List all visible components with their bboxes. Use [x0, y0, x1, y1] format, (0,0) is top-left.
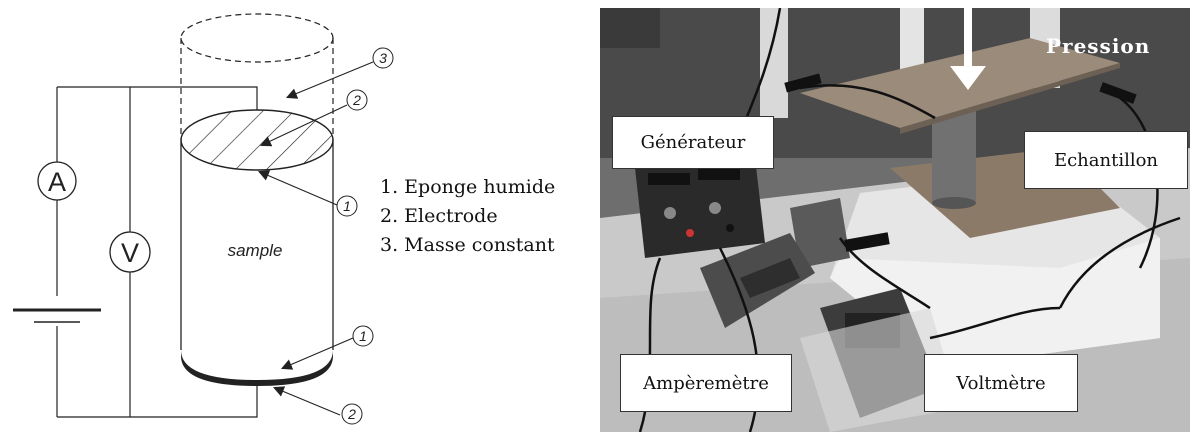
voltmeter-photo-label: Voltmètre — [924, 354, 1078, 412]
constant-mass-cylinder — [180, 13, 334, 140]
callout-2-top: 2 — [352, 92, 361, 108]
callout-3-top: 3 — [379, 50, 387, 66]
callout-leaders — [257, 61, 374, 416]
callout-1-top: 1 — [343, 198, 351, 214]
circuit-schematic: A V sample 3 2 1 1 2 — [13, 13, 394, 425]
callouts — [336, 47, 394, 425]
ammeter-symbol: A — [48, 167, 66, 197]
battery-symbol — [13, 308, 101, 323]
sample-photo-label: Echantillon — [1024, 131, 1188, 189]
ammeter-photo-label: Ampèremètre — [620, 354, 792, 412]
experiment-photo: Pression Générateur Echantillon Ampèremè… — [600, 8, 1190, 432]
sample-label: sample — [228, 241, 283, 260]
callout-2-bottom: 2 — [347, 406, 356, 422]
top-electrode — [180, 109, 334, 171]
generator-label: Générateur — [612, 116, 774, 169]
legend-item-electrode: 2. Electrode — [380, 205, 498, 227]
voltmeter: V — [109, 231, 151, 273]
ammeter: A — [37, 161, 77, 201]
circuit-wires — [56, 86, 258, 418]
bottom-electrode — [181, 350, 333, 386]
pressure-arrow — [950, 8, 986, 90]
pressure-label: Pression — [1046, 34, 1151, 58]
callout-1-bottom: 1 — [359, 328, 367, 344]
legend-item-wet-sponge: 1. Eponge humide — [380, 176, 556, 198]
voltmeter-symbol: V — [121, 238, 139, 268]
sample-cylinder — [180, 109, 334, 386]
legend: 1. Eponge humide 2. Electrode 3. Masse c… — [380, 173, 555, 260]
legend-item-constant-mass: 3. Masse constant — [380, 234, 555, 256]
